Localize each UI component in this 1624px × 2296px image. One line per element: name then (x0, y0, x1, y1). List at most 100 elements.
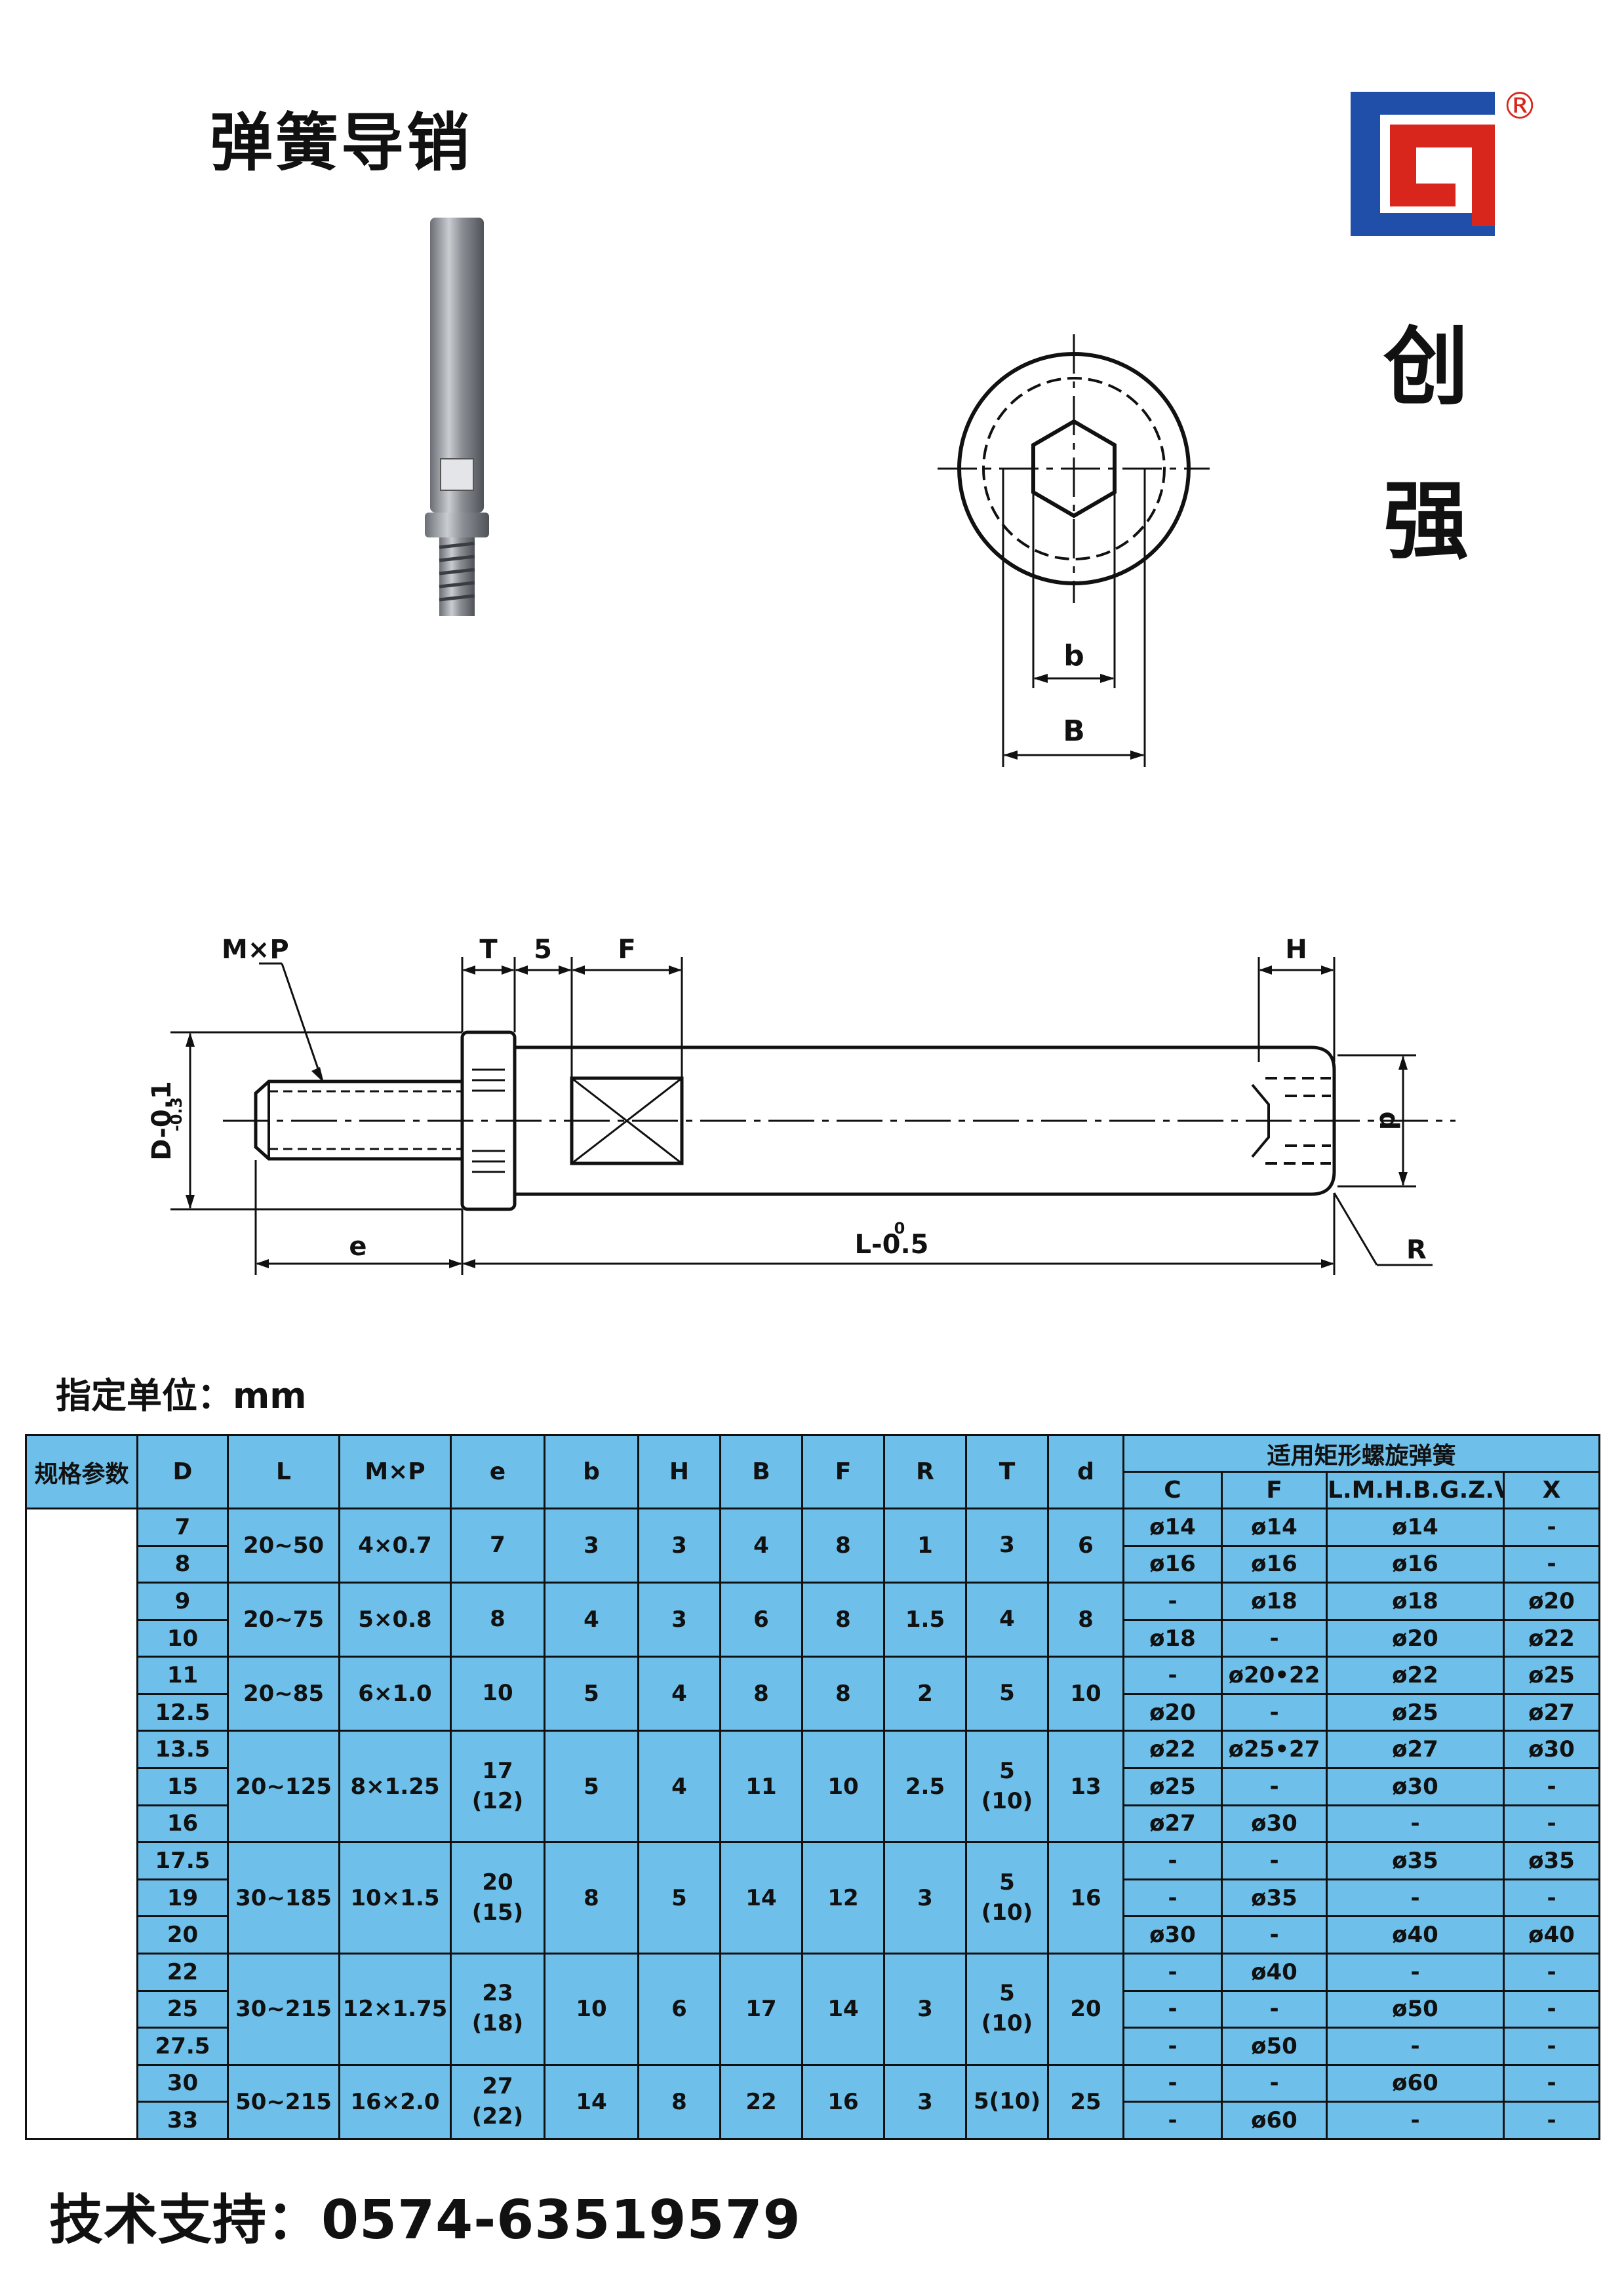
cell-MP: 12×1.75 (338, 1952, 452, 2066)
cell-T: 4 (965, 1582, 1049, 1658)
cell-spring-X: ø25 (1502, 1656, 1601, 1695)
cell-T: 5(10) (965, 1841, 1049, 1955)
cell-spring-C: - (1122, 2027, 1223, 2066)
cell-MP: 8×1.25 (338, 1730, 452, 1844)
cell-spring-LM: - (1326, 1804, 1505, 1844)
cell-spring-C: ø22 (1122, 1730, 1223, 1770)
dim-label-l-top: 0 (894, 1219, 905, 1237)
cell-spring-C: - (1122, 1952, 1223, 1992)
dim-label-l: L-0.5 (855, 1230, 929, 1260)
cell-b: 14 (544, 2063, 639, 2141)
cell-spring-LM: ø16 (1326, 1544, 1505, 1584)
header-spring-group: 适用矩形螺旋弹簧 (1122, 1434, 1601, 1473)
cell-T: 5(10) (965, 1952, 1049, 2066)
dim-label-5: 5 (534, 935, 552, 965)
dim-label-mp: M×P (222, 935, 289, 965)
cell-R: 2.5 (883, 1730, 967, 1844)
cell-H: 4 (637, 1730, 721, 1844)
cell-d: 8 (1047, 1582, 1124, 1658)
cell-F: 8 (801, 1582, 885, 1658)
cell-spring-SF: ø60 (1221, 2101, 1328, 2140)
cell-T-line: 5 (999, 1680, 1015, 1707)
cell-H: 5 (637, 1841, 721, 1955)
cell-spring-C: - (1122, 2063, 1223, 2103)
header-cell: e (450, 1434, 545, 1509)
cell-spring-LM: ø50 (1326, 1989, 1505, 2029)
cell-spring-C: ø30 (1122, 1915, 1223, 1955)
cell-D: 17.5 (136, 1841, 229, 1880)
cell-spring-LM: ø60 (1326, 2063, 1505, 2103)
tech-support-phone: 技术支持：0574-63519579 (49, 2189, 801, 2251)
table-row: 27.5-ø50-- (26, 2027, 1601, 2066)
cell-e-line: 17 (482, 1757, 513, 1784)
cell-spring-C: - (1122, 2101, 1223, 2140)
cell-D: 16 (136, 1804, 229, 1844)
dim-label-f: F (618, 935, 635, 965)
cell-e: 8 (450, 1582, 545, 1658)
cell-spring-LM: - (1326, 1952, 1505, 1992)
cell-L: 20~125 (227, 1730, 340, 1844)
cell-B: 11 (719, 1730, 803, 1844)
cell-spring-SF: ø18 (1221, 1582, 1328, 1621)
cell-spring-X: - (1502, 1804, 1601, 1844)
dim-label-d-sub: -0.3 (167, 1097, 186, 1131)
cell-spring-C: - (1122, 1989, 1223, 2029)
header-spring-cell: C (1122, 1471, 1223, 1509)
cell-F: 8 (801, 1656, 885, 1732)
header-cell: L (227, 1434, 340, 1509)
unit-label: 指定单位：mm (56, 1375, 307, 1416)
cell-spring-C: ø14 (1122, 1508, 1223, 1547)
cell-d: 16 (1047, 1841, 1124, 1955)
cell-spring-LM: ø20 (1326, 1618, 1505, 1658)
cell-e-line: (22) (471, 2103, 524, 2130)
cell-spring-X: ø35 (1502, 1841, 1601, 1880)
cell-e: 7 (450, 1507, 545, 1584)
cell-d: 25 (1047, 2063, 1124, 2141)
cell-D: 13.5 (136, 1730, 229, 1770)
cell-T-line: (10) (981, 1899, 1033, 1926)
cell-d: 20 (1047, 1952, 1124, 2066)
cell-F: 14 (801, 1952, 885, 2066)
header-cell: F (801, 1434, 885, 1509)
cell-D: 22 (136, 1952, 229, 1992)
cell-R: 3 (883, 1841, 967, 1955)
cell-b: 5 (544, 1730, 639, 1844)
cell-e-line: 8 (490, 1606, 505, 1633)
cell-spring-C: - (1122, 1656, 1223, 1695)
cell-R: 1 (883, 1507, 967, 1584)
cell-D: 25 (136, 1989, 229, 2029)
brand-char-2: 强 (1383, 471, 1469, 571)
row-label-blank (25, 1508, 138, 2140)
cell-spring-X: ø30 (1502, 1730, 1601, 1770)
cell-spring-LM: - (1326, 2101, 1505, 2140)
cell-spring-SF: ø16 (1221, 1544, 1328, 1584)
cell-spring-X: ø27 (1502, 1692, 1601, 1732)
cell-spring-SF: ø50 (1221, 2027, 1328, 2066)
header-spring-cell: X (1502, 1471, 1601, 1509)
cell-H: 6 (637, 1952, 721, 2066)
cell-spring-SF: ø20•22 (1221, 1656, 1328, 1695)
logo-mark-icon (1351, 92, 1495, 236)
cell-e-line: 10 (482, 1680, 513, 1707)
cell-R: 3 (883, 2063, 967, 2141)
header-cell: b (544, 1434, 639, 1509)
cell-spring-X: - (1502, 1508, 1601, 1547)
registered-mark: ® (1501, 85, 1538, 128)
cell-e-line: 27 (482, 2072, 513, 2099)
cell-MP: 16×2.0 (338, 2063, 452, 2141)
cell-spring-SF: - (1221, 1915, 1328, 1955)
cell-e-line: 20 (482, 1869, 513, 1896)
cell-T-line: (10) (981, 1787, 1033, 1814)
cell-L: 20~85 (227, 1656, 340, 1732)
cell-H: 8 (637, 2063, 721, 2141)
